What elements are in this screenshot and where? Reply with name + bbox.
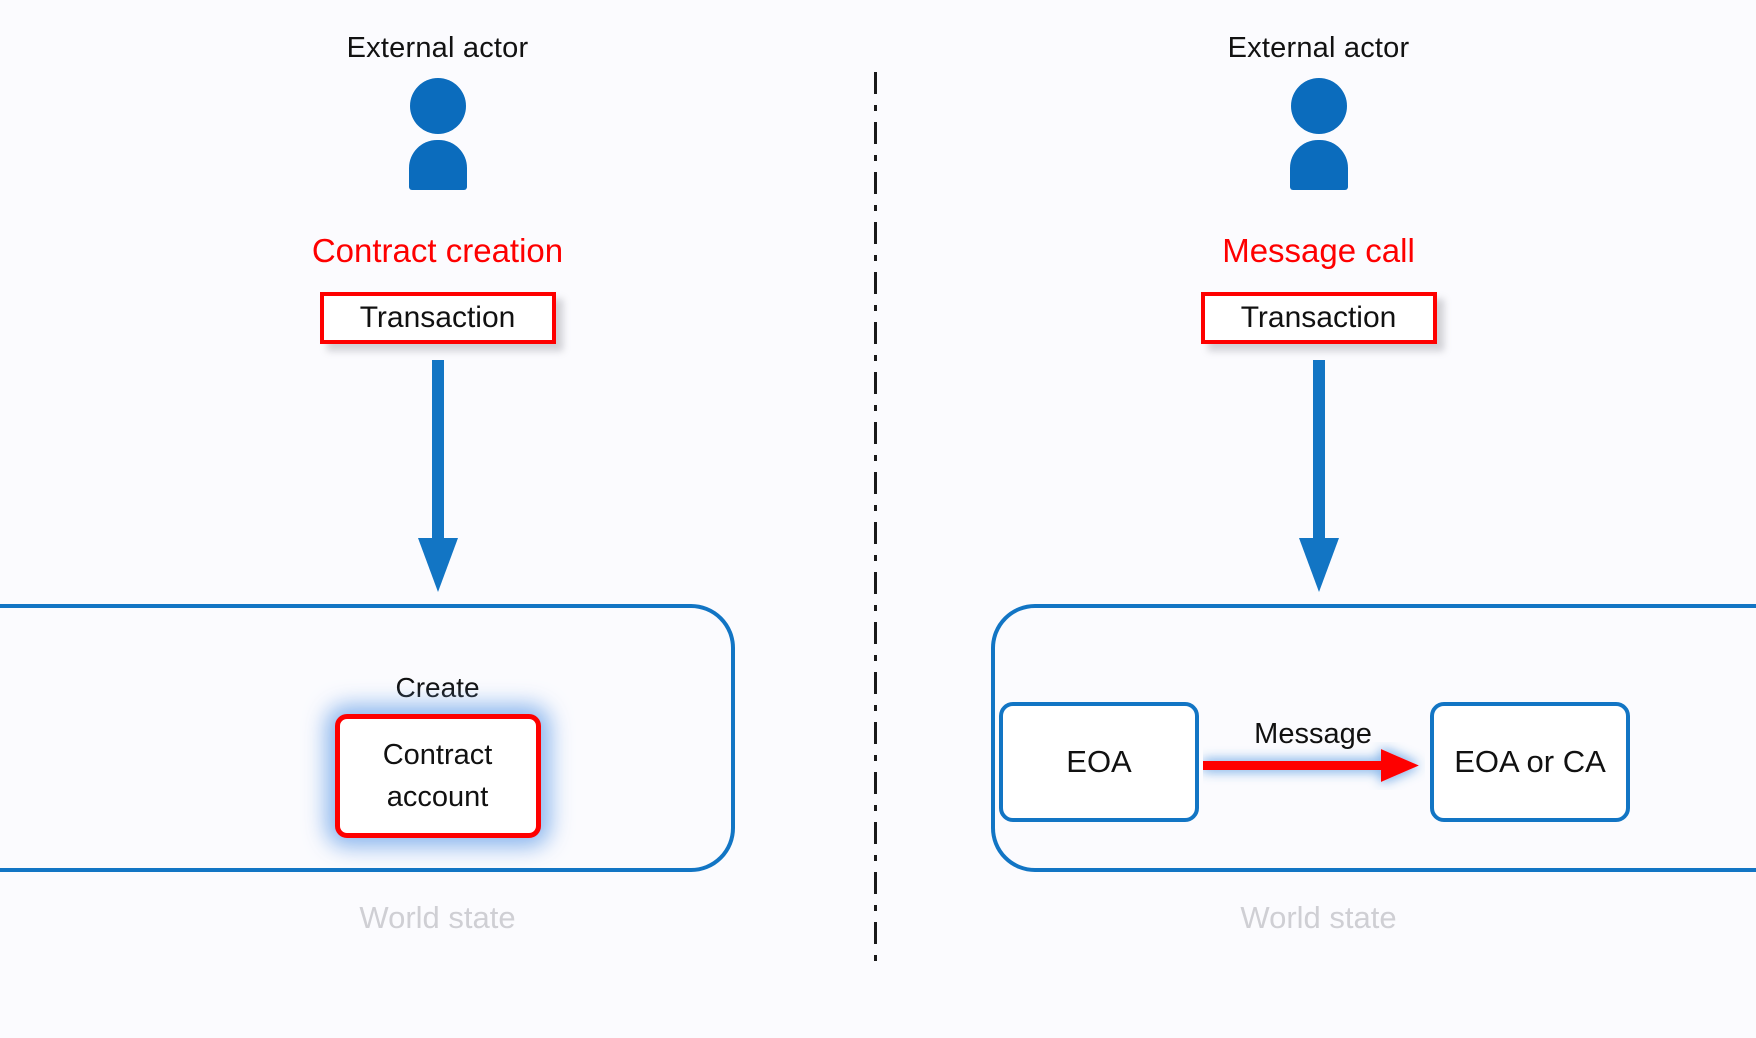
eoa-to-box[interactable]: EOA or CA <box>1430 702 1630 822</box>
action-title-contract-creation: Contract creation <box>311 232 564 269</box>
transaction-box-right[interactable]: Transaction <box>1200 292 1437 344</box>
person-body-shape <box>1289 140 1348 190</box>
person-icon <box>407 78 469 190</box>
person-icon <box>1288 78 1350 190</box>
person-body-shape <box>408 140 467 190</box>
create-label: Create <box>395 672 480 703</box>
action-title-message-call: Message call <box>1222 232 1415 269</box>
person-head-shape <box>409 78 466 134</box>
person-head-shape <box>1290 78 1347 134</box>
eoa-from-box[interactable]: EOA <box>999 702 1199 822</box>
arrow-down-icon <box>1298 360 1339 592</box>
arrow-right-icon <box>1203 749 1419 782</box>
panel-message-call-overlay: EOA or CA <box>881 0 1756 1038</box>
world-state-label-left: World state <box>359 900 516 935</box>
external-actor-label: External actor <box>1227 32 1410 64</box>
contract-account-box[interactable]: Contract account <box>334 714 541 838</box>
panel-contract-creation: External actor Contract creation Transac… <box>0 0 875 1038</box>
world-state-label-right: World state <box>1240 900 1397 935</box>
contract-account-line-1: Contract <box>382 738 493 771</box>
arrow-down-icon <box>417 360 458 592</box>
message-label: Message <box>1254 718 1372 750</box>
contract-account-line-2: account <box>386 781 489 813</box>
panel-divider <box>874 72 877 962</box>
transaction-box-left[interactable]: Transaction <box>319 292 556 344</box>
world-state-container-right <box>991 604 1756 872</box>
world-state-container-left <box>0 604 735 872</box>
panel-message-call: External actor Message call Transaction … <box>881 0 1756 1038</box>
external-actor-label: External actor <box>346 32 529 64</box>
